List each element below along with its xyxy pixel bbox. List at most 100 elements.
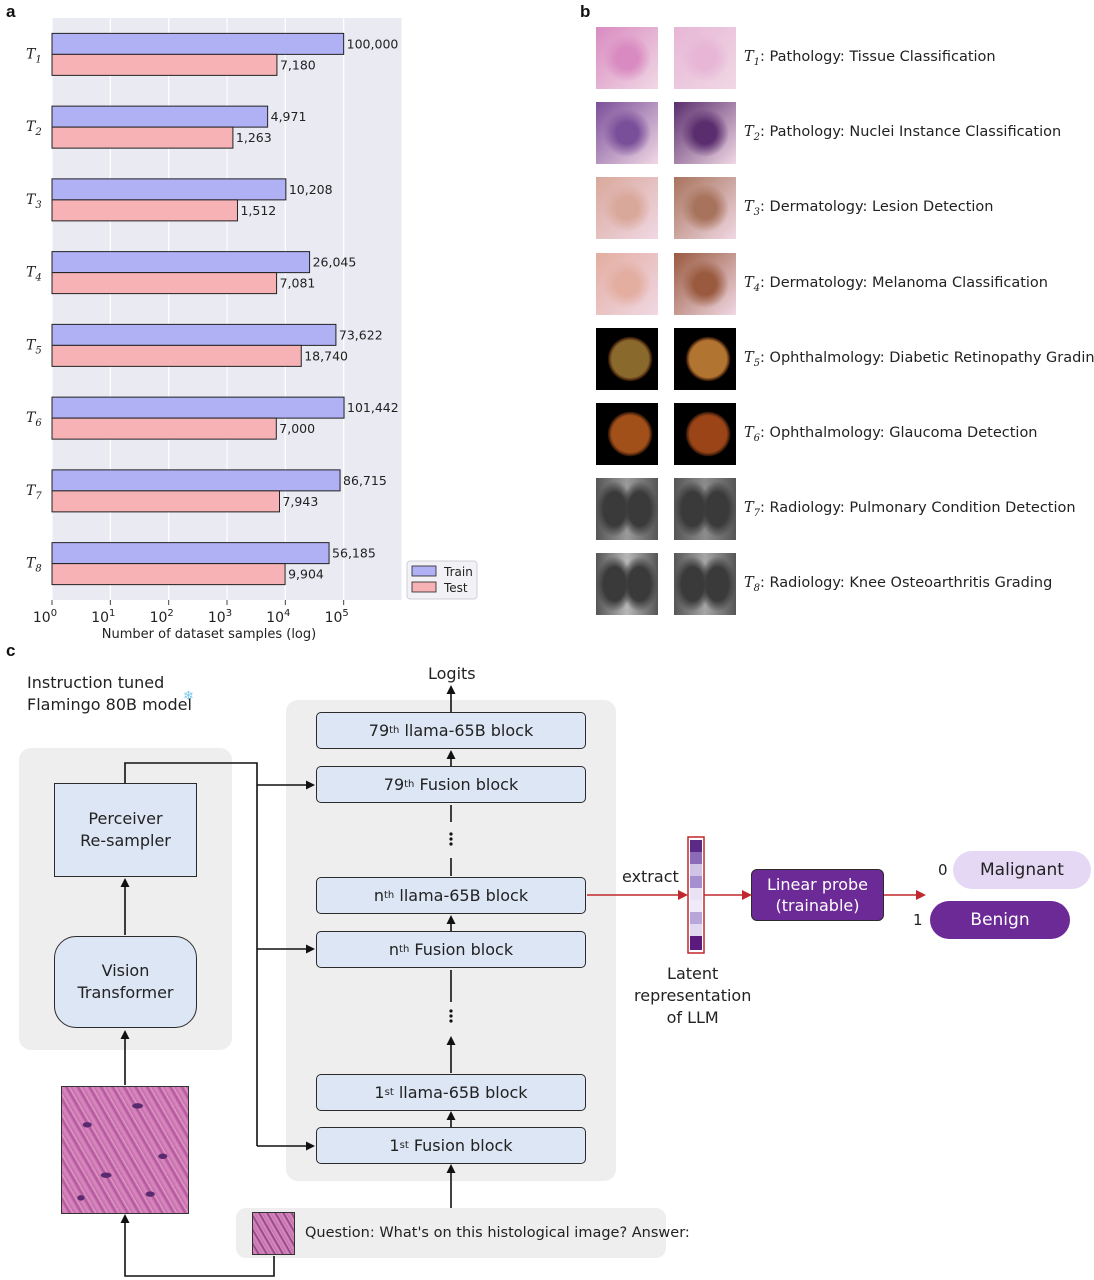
legend-swatch-test <box>411 581 437 593</box>
block-79-llama-sup: th <box>389 725 400 736</box>
block-79-fusion-name: Fusion block <box>414 775 519 794</box>
task-3-example-image-2 <box>674 177 736 239</box>
block-n-fusion-sup: th <box>399 944 410 955</box>
bar-train-3 <box>51 178 287 201</box>
legend-swatch-train <box>411 565 437 577</box>
block-n-llama-name: llama-65B block <box>394 886 529 905</box>
bar-train-1 <box>51 32 345 55</box>
block-n-llama-sup: th <box>384 890 395 901</box>
task-5-example-image-2 <box>674 328 736 390</box>
task-1-example-image-1 <box>596 27 658 89</box>
task-6-label: T6: Ophthalmology: Glaucoma Detection <box>744 425 1038 444</box>
bar-label-train-1: 100,000 <box>347 36 399 51</box>
vision-transformer-block: Vision Transformer <box>54 936 197 1028</box>
bar-label-train-7: 86,715 <box>343 473 387 488</box>
block-1-fusion-sup: st <box>399 1140 409 1151</box>
latent-representation-label: Latent representation of LLM <box>634 964 752 1027</box>
dataset-size-bar-chart: 100,0007,180T14,9711,263T210,2081,512T32… <box>26 18 478 642</box>
bar-test-4 <box>51 272 278 295</box>
bar-test-2 <box>51 126 234 149</box>
bar-train-7 <box>51 469 341 492</box>
malignant-output: Malignant <box>953 851 1091 889</box>
x-tick-label: 104 <box>266 608 290 626</box>
task-2-label: T2: Pathology: Nuclei Instance Classific… <box>744 124 1062 143</box>
block-79-llama-ord: 79 <box>368 721 390 740</box>
histology-image <box>61 1086 189 1214</box>
block-1-llama-ord: 1 <box>374 1083 385 1102</box>
category-label-2: T2 <box>26 119 42 138</box>
bar-train-2 <box>51 105 269 128</box>
task-8-example-image-1 <box>596 553 658 615</box>
block-79-fusion-sup: th <box>404 779 415 790</box>
bar-test-1 <box>51 53 278 76</box>
bar-label-test-7: 7,943 <box>282 494 318 509</box>
panel-letter-a: a <box>6 2 16 21</box>
block-n-fusion-ord: n <box>388 940 400 959</box>
bar-test-7 <box>51 490 280 513</box>
task-4-example-image-1 <box>596 253 658 315</box>
category-label-4: T4 <box>26 265 42 284</box>
bar-label-test-3: 1,512 <box>240 203 276 218</box>
category-label-8: T8 <box>26 556 42 575</box>
category-label-5: T5 <box>26 337 42 356</box>
category-label-1: T1 <box>26 46 42 65</box>
bar-label-test-6: 7,000 <box>279 421 315 436</box>
bar-train-8 <box>51 542 330 565</box>
task-2-example-image-1 <box>596 102 658 164</box>
bar-train-5 <box>51 323 337 346</box>
bar-label-test-8: 9,904 <box>288 567 324 582</box>
x-tick-label: 100 <box>33 608 57 626</box>
task-6-example-image-1 <box>596 403 658 465</box>
task-2-example-image-2 <box>674 102 736 164</box>
block-1-llama-sup: st <box>384 1087 394 1098</box>
category-label-3: T3 <box>26 192 42 211</box>
legend-label-test: Test <box>443 581 468 595</box>
bar-test-8 <box>51 563 286 586</box>
logits-label: Logits <box>428 664 476 683</box>
bar-label-test-1: 7,180 <box>280 57 316 72</box>
task-7-example-image-1 <box>596 478 658 540</box>
class-1-index: 1 <box>913 911 923 929</box>
task-1-label: T1: Pathology: Tissue Classification <box>744 49 996 68</box>
task-3-label: T3: Dermatology: Lesion Detection <box>744 199 994 218</box>
task-7-label: T7: Radiology: Pulmonary Condition Detec… <box>744 500 1076 519</box>
bar-label-test-5: 18,740 <box>304 348 348 363</box>
benign-output: Benign <box>930 901 1070 939</box>
bar-test-6 <box>51 417 277 440</box>
bar-label-train-4: 26,045 <box>313 255 357 270</box>
bar-label-train-5: 73,622 <box>339 327 383 342</box>
block-n-llama-ord: n <box>373 886 385 905</box>
bar-test-5 <box>51 344 302 367</box>
bar-label-train-2: 4,971 <box>271 109 307 124</box>
block-n-fusion-name: Fusion block <box>409 940 514 959</box>
question-prompt: Question: What's on this histological im… <box>305 1225 690 1241</box>
bar-train-4 <box>51 251 311 274</box>
task-5-example-image-1 <box>596 328 658 390</box>
task-6-example-image-2 <box>674 403 736 465</box>
class-0-index: 0 <box>938 861 948 879</box>
bar-train-6 <box>51 396 345 419</box>
task-5-label: T5: Ophthalmology: Diabetic Retinopathy … <box>744 350 1094 369</box>
bar-label-train-8: 56,185 <box>332 546 376 561</box>
block-79-fusion-ord: 79 <box>383 775 405 794</box>
x-tick-label: 102 <box>150 608 174 626</box>
histology-thumbnail <box>252 1212 295 1255</box>
bar-test-3 <box>51 199 238 222</box>
linear-probe-block: Linear probe (trainable) <box>751 869 884 921</box>
block-1-fusion-name: Fusion block <box>408 1136 513 1155</box>
perceiver-resampler-block: Perceiver Re-sampler <box>54 783 197 877</box>
task-4-example-image-2 <box>674 253 736 315</box>
question-prompt-box <box>236 1208 666 1258</box>
extract-label: extract <box>622 867 679 886</box>
category-label-7: T7 <box>26 483 42 502</box>
x-tick-label: 101 <box>91 608 115 626</box>
legend-label-train: Train <box>443 565 473 579</box>
task-7-example-image-2 <box>674 478 736 540</box>
block-1-llama-name: llama-65B block <box>393 1083 528 1102</box>
task-4-label: T4: Dermatology: Melanoma Classification <box>744 275 1048 294</box>
